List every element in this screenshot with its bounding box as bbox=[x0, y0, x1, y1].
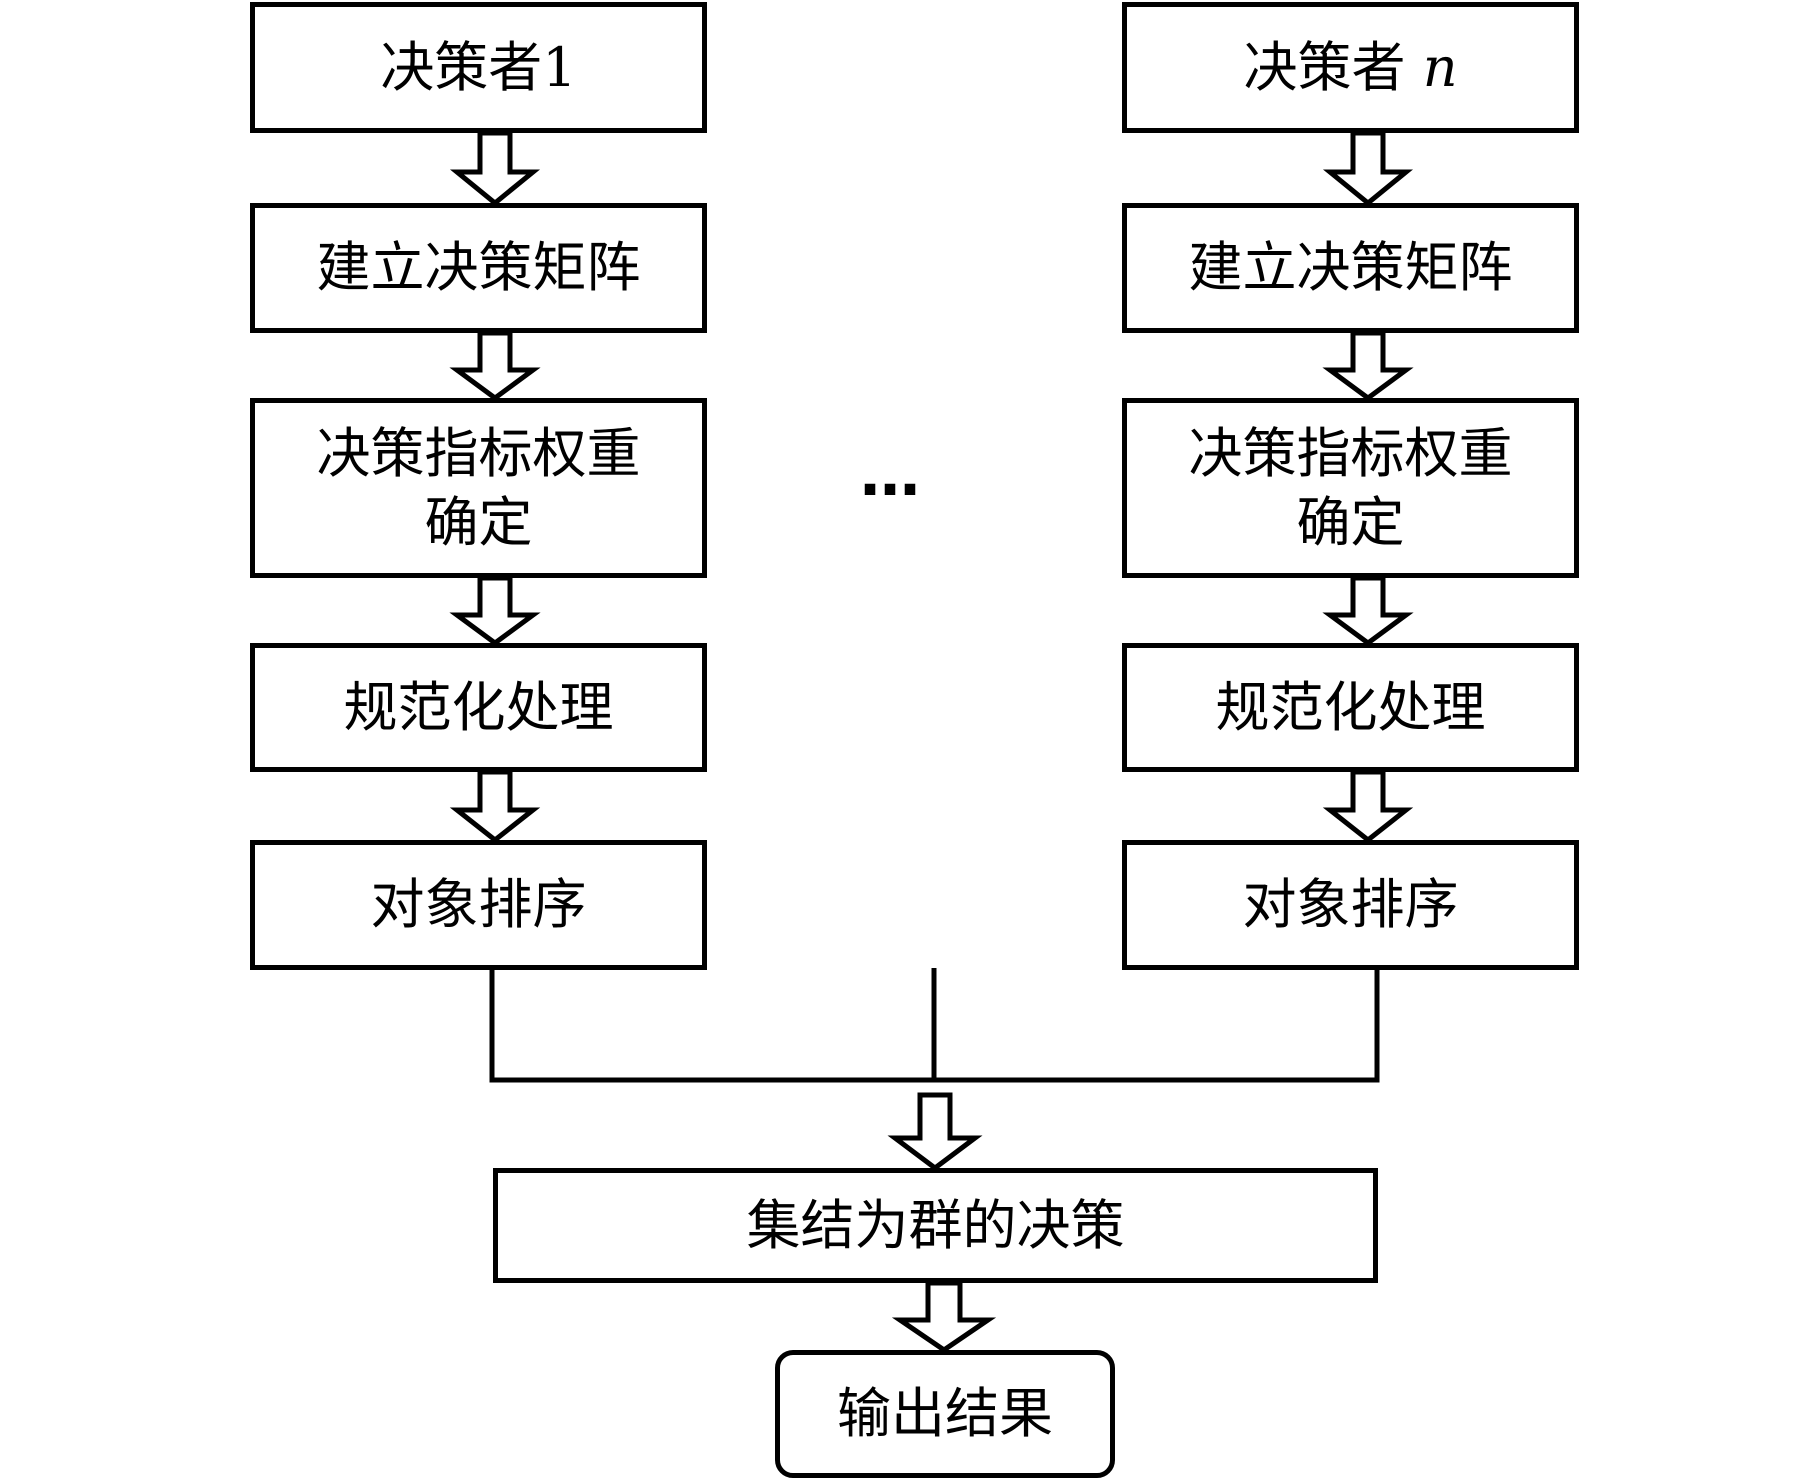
down-arrow bbox=[449, 575, 541, 647]
weight-determination-box-right: 决策指标权重 确定 bbox=[1122, 398, 1579, 578]
box-label: 规范化处理 bbox=[1215, 675, 1486, 739]
output-result-box: 输出结果 bbox=[775, 1350, 1115, 1478]
box-label: 输出结果 bbox=[837, 1382, 1053, 1446]
ellipsis: … bbox=[860, 440, 922, 510]
down-arrow bbox=[887, 1092, 983, 1172]
object-ranking-box-left: 对象排序 bbox=[250, 840, 707, 970]
down-arrow bbox=[1322, 769, 1414, 844]
box-label: 对象排序 bbox=[1242, 873, 1459, 937]
box-label: 建立决策矩阵 bbox=[1188, 236, 1513, 300]
aggregate-decision-box: 集结为群的决策 bbox=[493, 1168, 1378, 1283]
decision-maker-1-box: 决策者1 bbox=[250, 2, 707, 133]
box-label-line2: 确定 bbox=[1296, 491, 1405, 554]
build-matrix-box-left: 建立决策矩阵 bbox=[250, 203, 707, 333]
box-label: 决策者 n bbox=[1244, 33, 1458, 102]
down-arrow bbox=[449, 330, 541, 402]
box-label: 建立决策矩阵 bbox=[316, 236, 641, 300]
down-arrow bbox=[1322, 330, 1414, 402]
label-prefix: 决策者 bbox=[1243, 35, 1406, 99]
box-label-line2: 确定 bbox=[424, 491, 533, 554]
build-matrix-box-right: 建立决策矩阵 bbox=[1122, 203, 1579, 333]
box-label: 规范化处理 bbox=[343, 675, 614, 739]
box-label: 集结为群的决策 bbox=[746, 1193, 1125, 1257]
down-arrow bbox=[891, 1280, 997, 1354]
box-label: 对象排序 bbox=[370, 873, 587, 937]
down-arrow bbox=[449, 769, 541, 844]
label-variable: n bbox=[1422, 35, 1458, 99]
box-label-line1: 决策指标权重 bbox=[316, 421, 641, 485]
down-arrow bbox=[1322, 130, 1414, 207]
normalization-box-right: 规范化处理 bbox=[1122, 643, 1579, 772]
weight-determination-box-left: 决策指标权重 确定 bbox=[250, 398, 707, 578]
normalization-box-left: 规范化处理 bbox=[250, 643, 707, 772]
down-arrow bbox=[1322, 575, 1414, 647]
box-label: 决策者1 bbox=[380, 35, 577, 99]
box-label-line1: 决策指标权重 bbox=[1188, 421, 1513, 485]
decision-maker-n-box: 决策者 n bbox=[1122, 2, 1579, 133]
object-ranking-box-right: 对象排序 bbox=[1122, 840, 1579, 970]
down-arrow bbox=[449, 130, 541, 207]
